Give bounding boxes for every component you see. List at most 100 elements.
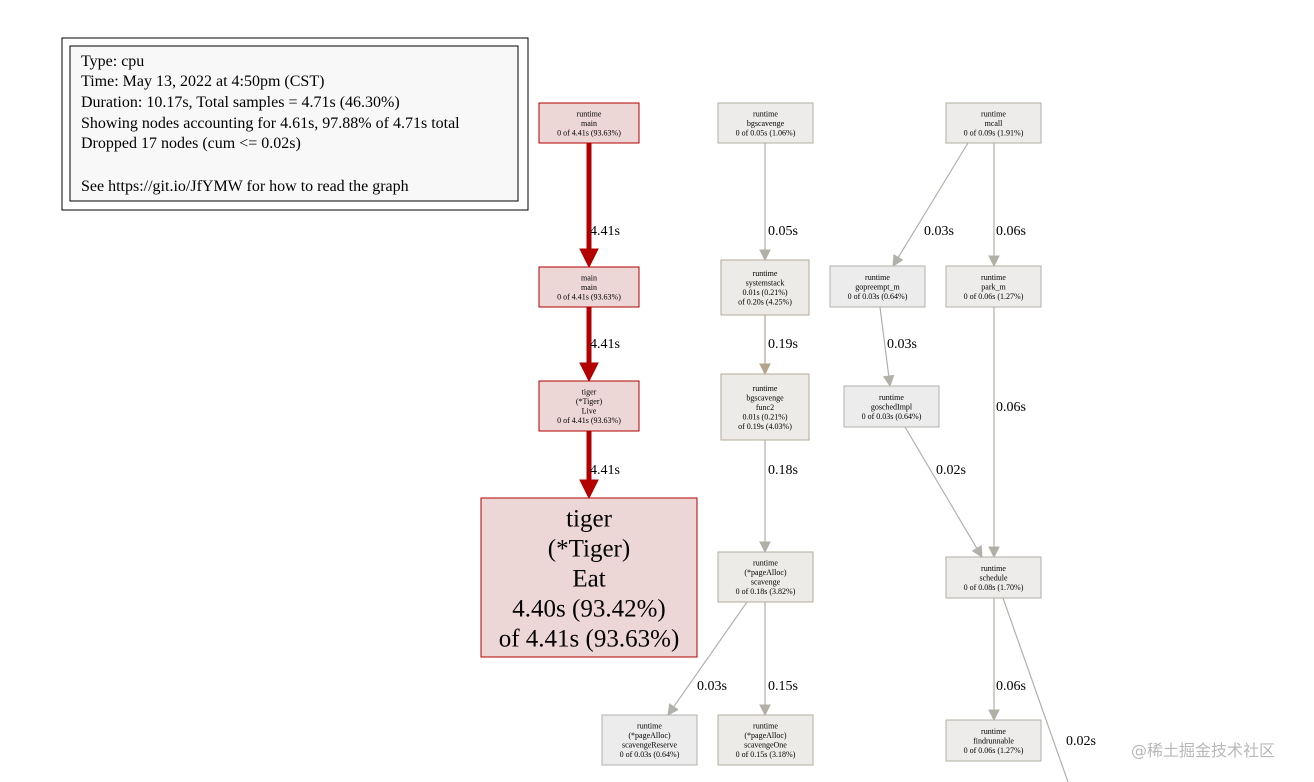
edge-arrowhead <box>988 709 1000 722</box>
node-label-line: bgscavenge <box>746 393 784 402</box>
node-label-line: 0 of 0.06s (1.27%) <box>964 746 1024 755</box>
edge-line <box>1002 597 1069 782</box>
node-label-line: 0 of 0.03s (0.64%) <box>848 292 908 301</box>
node-label-line: 0 of 0.03s (0.64%) <box>620 750 680 759</box>
edge-label: 0.05s <box>768 224 798 239</box>
edge-label: 0.03s <box>697 679 727 694</box>
node-box <box>717 551 814 603</box>
node-label-line: runtime <box>865 273 890 282</box>
node-box <box>717 102 814 144</box>
edge-arrowhead <box>971 545 983 558</box>
edge-label: 0.03s <box>887 337 917 352</box>
node-label-line: scavengeReserve <box>622 741 678 750</box>
node-label-line: main <box>581 283 597 292</box>
edge-runtime_schedule-to-offscreen[interactable]: 0.02s <box>1002 597 1096 782</box>
edge-arrowhead <box>988 255 1000 268</box>
edge-runtime_bgscavenge_func2-to-runtime_pagealloc_scavenge[interactable]: 0.18s <box>759 440 798 554</box>
legend-line: Time: May 13, 2022 at 4:50pm (CST) <box>81 73 324 90</box>
node-label-line: (*Tiger) <box>576 397 603 406</box>
node-label-line: bgscavenge <box>747 119 785 128</box>
node-label-line: gopreempt_m <box>855 282 900 291</box>
edge-runtime_schedule-to-runtime_findrunnable[interactable]: 0.06s <box>988 598 1026 722</box>
edge-runtime_pagealloc_scavenge-to-runtime_scavengeone[interactable]: 0.15s <box>759 602 798 717</box>
node-label-line: 0 of 0.03s (0.64%) <box>862 412 922 421</box>
edges-layer: 4.41s 4.41s 4.41s 0.05s 0.19s 0.18s 0.03s 0.15s… <box>579 142 1096 782</box>
node-label-line: park_m <box>981 282 1006 291</box>
node-box <box>538 266 640 308</box>
legend-line: Dropped 17 nodes (cum <= 0.02s) <box>81 135 301 152</box>
edge-line <box>673 601 748 708</box>
node-box <box>945 556 1042 599</box>
node-box <box>945 102 1042 144</box>
node-label-line: of 4.41s (93.63%) <box>499 625 680 652</box>
edge-arrowhead <box>759 363 771 376</box>
edge-main_main-to-tiger_live[interactable]: 4.41s <box>579 307 620 383</box>
edge-runtime_park_m-to-runtime_schedule[interactable]: 0.06s <box>988 307 1026 559</box>
node-label-line: schedule <box>980 573 1008 582</box>
legend-box: Type: cpu Time: May 13, 2022 at 4:50pm (… <box>61 37 529 211</box>
node-label-line: findrunnable <box>973 736 1014 745</box>
edge-runtime_bgscavenge-to-runtime_systemstack[interactable]: 0.05s <box>759 143 798 262</box>
edge-label: 0.06s <box>996 400 1026 415</box>
edge-runtime_pagealloc_scavenge-to-runtime_scavengereserve[interactable]: 0.03s <box>667 601 748 716</box>
node-label-line: runtime <box>753 109 778 118</box>
edge-line <box>897 142 969 258</box>
node-label-line: 0 of 0.18s (3.82%) <box>736 587 796 596</box>
edge-runtime_goschedimpl-to-runtime_schedule[interactable]: 0.02s <box>904 426 983 558</box>
node-box <box>601 714 698 766</box>
edge-tiger_live-to-tiger_eat[interactable]: 4.41s <box>579 431 620 500</box>
node-label-line: func2 <box>756 403 774 412</box>
edge-label: 4.41s <box>590 463 620 478</box>
edge-runtime_mcall-to-runtime_park_m[interactable]: 0.06s <box>988 143 1026 268</box>
edge-runtime_gopreempt_m-to-runtime_goschedimpl[interactable]: 0.03s <box>879 306 917 388</box>
edge-arrowhead <box>759 249 771 262</box>
edge-arrowhead <box>882 374 895 388</box>
node-label-line: runtime <box>637 722 662 731</box>
node-label-line: 0 of 4.41s (93.63%) <box>557 128 621 137</box>
node-label-line: 4.40s (93.42%) <box>512 595 665 622</box>
edge-arrowhead <box>759 541 771 554</box>
edge-label: 0.15s <box>768 679 798 694</box>
edge-arrowhead <box>759 704 771 717</box>
edge-arrowhead <box>892 254 904 267</box>
node-label-line: runtime <box>753 384 778 393</box>
node-box <box>829 265 926 308</box>
node-label-line: Live <box>582 407 597 416</box>
node-label-line: goschedImpl <box>871 402 913 411</box>
node-label-line: main <box>581 119 597 128</box>
node-box <box>717 714 814 766</box>
node-box <box>480 497 698 658</box>
node-label-line: tiger <box>582 388 597 397</box>
node-label-line: runtime <box>981 564 1006 573</box>
node-label-line: runtime <box>753 722 778 731</box>
edge-arrowhead <box>579 248 599 269</box>
edge-arrowhead <box>579 362 599 383</box>
edge-runtime_mcall-to-runtime_gopreempt_m[interactable]: 0.03s <box>892 142 969 267</box>
node-label-line: runtime <box>879 393 904 402</box>
node-label-line: 0.01s (0.21%) <box>742 412 787 421</box>
node-box <box>945 719 1042 762</box>
edge-runtime_main-to-main_main[interactable]: 4.41s <box>579 143 620 269</box>
edge-line <box>879 306 890 377</box>
edge-runtime_systemstack-to-runtime_bgscavenge_func2[interactable]: 0.19s <box>759 315 798 376</box>
edge-label: 0.03s <box>924 224 954 239</box>
node-label-line: runtime <box>981 109 1006 118</box>
node-box <box>538 102 640 144</box>
